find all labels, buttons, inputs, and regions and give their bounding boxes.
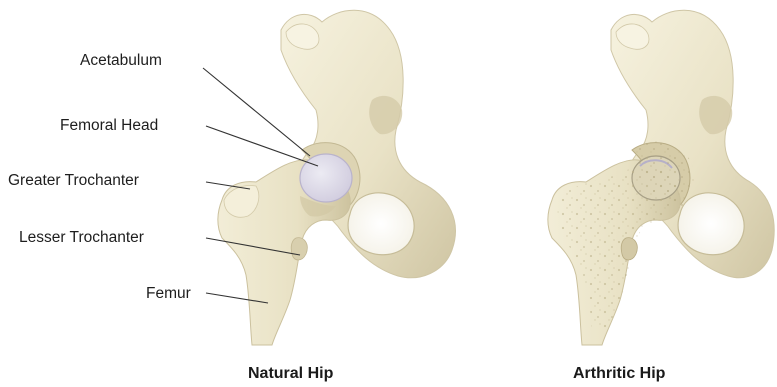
caption-arthritic-hip: Arthritic Hip (573, 365, 665, 383)
label-femoral-head: Femoral Head (60, 117, 158, 135)
natural-femoral-head (300, 154, 352, 202)
natural-lesser-trochanter (291, 238, 307, 260)
arthritic-hip-illustration (548, 10, 774, 345)
label-femur: Femur (146, 285, 191, 303)
label-greater-trochanter: Greater Trochanter (8, 172, 139, 190)
natural-pelvis-notch (369, 96, 402, 134)
leader-femoral-head (206, 126, 318, 166)
caption-natural-hip: Natural Hip (248, 365, 333, 383)
arthritic-lesser-trochanter (621, 238, 637, 260)
arthritic-pelvis-notch (699, 96, 732, 134)
label-lesser-trochanter: Lesser Trochanter (19, 229, 144, 247)
label-acetabulum: Acetabulum (80, 52, 162, 70)
leader-acetabulum (203, 68, 310, 156)
natural-hip-illustration (218, 10, 456, 345)
